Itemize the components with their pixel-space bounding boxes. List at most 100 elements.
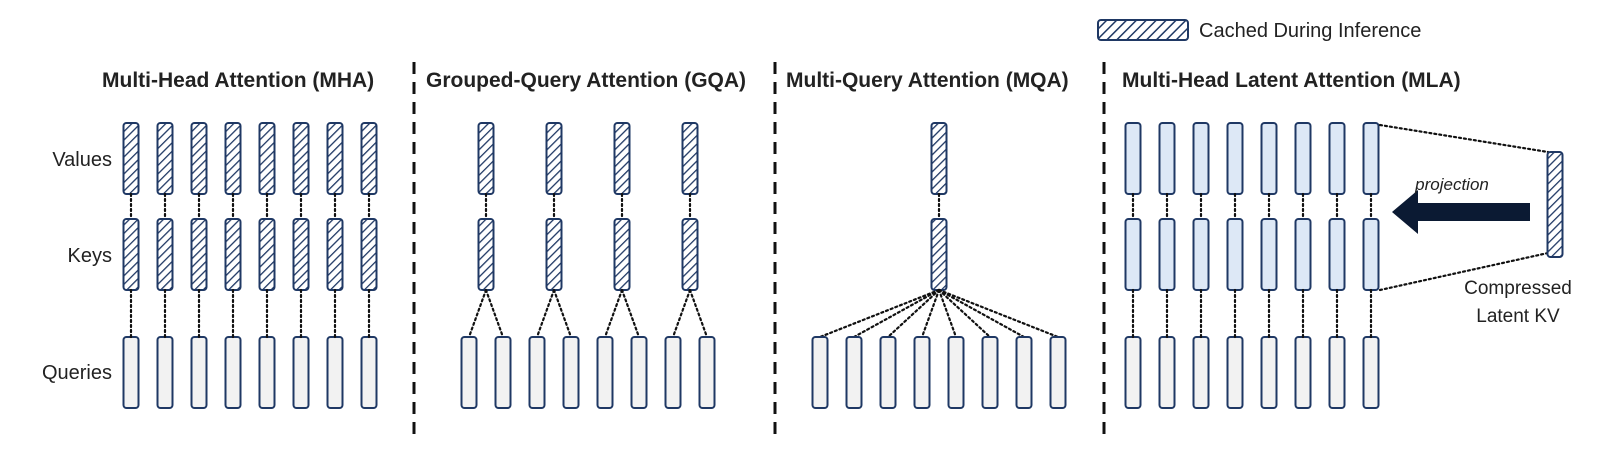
row-label-keys: Keys (68, 245, 112, 267)
key-head (326, 218, 344, 291)
latent-kv-bar (1546, 151, 1564, 258)
key-head (1124, 218, 1142, 291)
query-head (1192, 336, 1210, 409)
value-head (1362, 122, 1380, 195)
head-bars-layer (122, 122, 1564, 409)
query-head (360, 336, 378, 409)
query-head (596, 336, 614, 409)
query-head (1260, 336, 1278, 409)
value-head (545, 122, 563, 195)
value-head (681, 122, 699, 195)
query-head (562, 336, 580, 409)
key-head (545, 218, 563, 291)
value-head (292, 122, 310, 195)
value-head (613, 122, 631, 195)
query-head (981, 336, 999, 409)
value-head (122, 122, 140, 195)
query-head (224, 336, 242, 409)
connector-dots (535, 288, 556, 339)
key-head (1192, 218, 1210, 291)
key-head (1294, 218, 1312, 291)
connector-dots (688, 288, 709, 339)
query-head (1328, 336, 1346, 409)
query-head (913, 336, 931, 409)
key-head (613, 218, 631, 291)
key-head (258, 218, 276, 291)
key-head (1362, 218, 1380, 291)
value-head (1260, 122, 1278, 195)
connector-dots (937, 288, 992, 339)
value-head (360, 122, 378, 195)
query-head (190, 336, 208, 409)
key-head (1260, 218, 1278, 291)
connector-dots (852, 288, 941, 339)
key-head (292, 218, 310, 291)
query-head (1362, 336, 1380, 409)
panel-title-mqa: Multi-Query Attention (MQA) (786, 69, 1069, 92)
value-head (156, 122, 174, 195)
key-head (224, 218, 242, 291)
connector-dots (818, 288, 941, 339)
connector-dots (937, 288, 958, 339)
query-head (879, 336, 897, 409)
legend-hatched-swatch (1097, 19, 1189, 41)
connector-dots (920, 288, 941, 339)
value-head (1192, 122, 1210, 195)
connector-dots (620, 288, 641, 339)
key-head (190, 218, 208, 291)
key-head (1226, 218, 1244, 291)
panel-title-mla: Multi-Head Latent Attention (MLA) (1122, 69, 1461, 92)
query-head (1226, 336, 1244, 409)
value-head (1328, 122, 1346, 195)
connector-dots (1378, 123, 1550, 154)
projection-arrow (1392, 190, 1530, 234)
connector-dots (1378, 251, 1550, 292)
query-head (1158, 336, 1176, 409)
query-head (494, 336, 512, 409)
query-head (292, 336, 310, 409)
query-head (811, 336, 829, 409)
query-head (1124, 336, 1142, 409)
panel-title-mha: Multi-Head Attention (MHA) (102, 69, 374, 92)
query-head (1015, 336, 1033, 409)
query-head (528, 336, 546, 409)
connector-dots (937, 288, 1060, 339)
row-label-values: Values (52, 149, 112, 171)
key-head (122, 218, 140, 291)
query-head (326, 336, 344, 409)
value-head (326, 122, 344, 195)
connector-dots (671, 288, 692, 339)
key-head (1328, 218, 1346, 291)
value-head (930, 122, 948, 195)
key-head (156, 218, 174, 291)
key-head (477, 218, 495, 291)
panel-title-gqa: Grouped-Query Attention (GQA) (426, 69, 746, 92)
key-head (930, 218, 948, 291)
latent-label-line2: Latent KV (1476, 306, 1560, 327)
query-head (1294, 336, 1312, 409)
key-head (1158, 218, 1176, 291)
row-label-queries: Queries (42, 362, 112, 384)
query-head (122, 336, 140, 409)
connector-dots (886, 288, 941, 339)
legend-label: Cached During Inference (1199, 20, 1422, 42)
query-head (845, 336, 863, 409)
query-head (698, 336, 716, 409)
connector-dots (484, 288, 505, 339)
key-head (681, 218, 699, 291)
query-head (947, 336, 965, 409)
query-head (630, 336, 648, 409)
query-head (1049, 336, 1067, 409)
connector-dots (467, 288, 488, 339)
value-head (258, 122, 276, 195)
value-head (1158, 122, 1176, 195)
connector-dots (552, 288, 573, 339)
projection-label: projection (1414, 175, 1489, 194)
value-head (224, 122, 242, 195)
value-head (190, 122, 208, 195)
value-head (1124, 122, 1142, 195)
connector-dots (603, 288, 624, 339)
value-head (1226, 122, 1244, 195)
connector-dots (937, 288, 1026, 339)
